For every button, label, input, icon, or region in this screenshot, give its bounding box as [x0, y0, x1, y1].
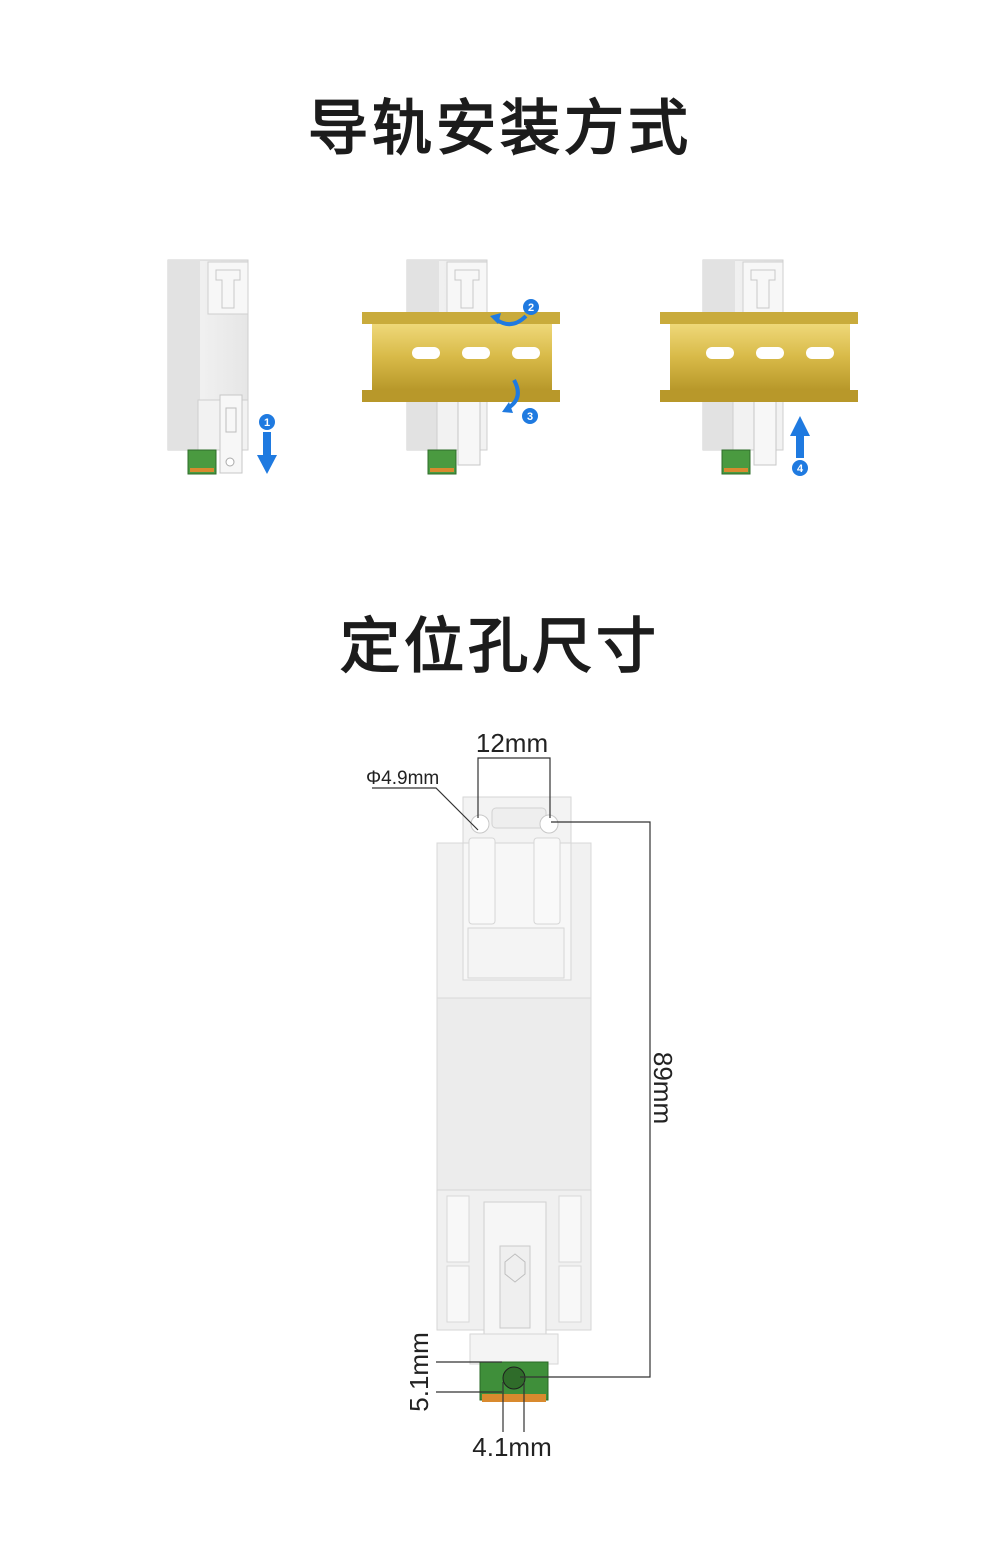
step-1-number: 1 [264, 417, 270, 429]
install-steps-diagram: 1 2 3 [167, 259, 858, 476]
mounting-hole-left [470, 814, 490, 834]
bottom-hole-height-label: 5.1mm [404, 1332, 434, 1411]
bottom-mounting-hole [502, 1366, 526, 1390]
step-4-number: 4 [797, 463, 804, 475]
step-1-module [167, 259, 249, 475]
bottom-hole-width-label: 4.1mm [472, 1432, 551, 1462]
step-3-number: 3 [527, 411, 533, 423]
step-2-rail [362, 312, 560, 402]
step-4-arrow [790, 416, 810, 476]
step-1-arrow [257, 414, 277, 474]
module-body [436, 997, 592, 1335]
hole-spacing-label: 12mm [476, 728, 548, 758]
top-clip [436, 796, 592, 999]
holes-section-title: 定位孔尺寸 [340, 612, 660, 682]
step-2-number: 2 [528, 302, 534, 314]
dimension-drawing: 12mm Φ4.9mm 89mm 5.1mm 4.1mm [366, 728, 678, 1462]
install-section-title: 导轨安装方式 [308, 94, 692, 164]
step-4-rail [660, 312, 858, 402]
step-2-arrow [490, 299, 539, 327]
step-3-arrow [502, 379, 538, 424]
hole-diameter-label: Φ4.9mm [366, 768, 439, 789]
length-label: 89mm [648, 1052, 678, 1124]
mounting-hole-right [539, 814, 559, 834]
